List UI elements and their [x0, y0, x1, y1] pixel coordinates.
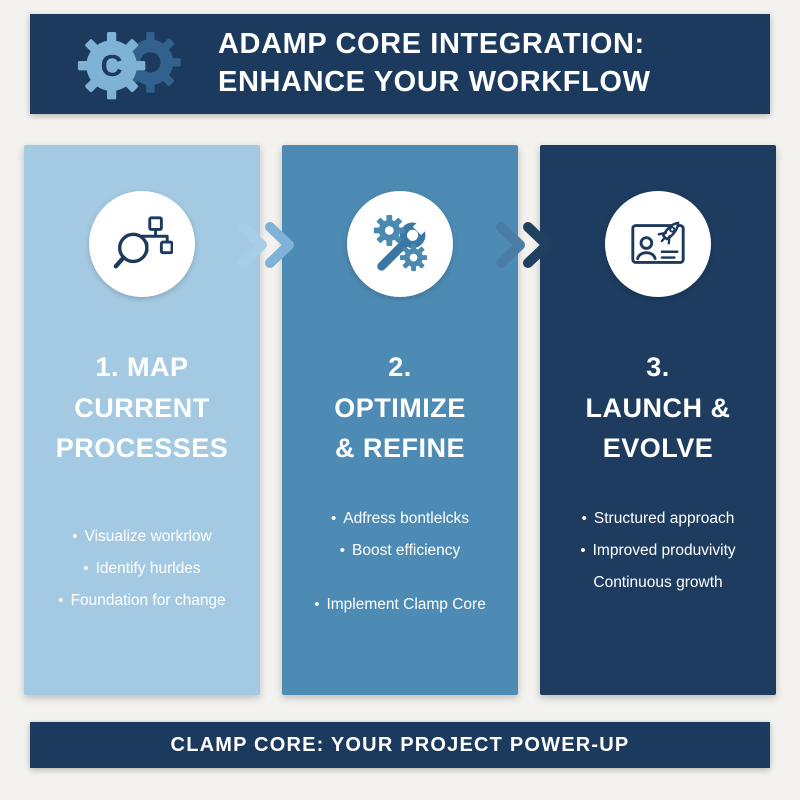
step1-title-line2: CURRENT [74, 392, 210, 423]
step1-title: 1. MAP CURRENT PROCESSES [24, 347, 260, 469]
step2-bullet-list: • Adfress bontlelcks • Boost efficiency … [282, 509, 518, 615]
steps-row: 1. MAP CURRENT PROCESSES • Visualize wor… [24, 145, 776, 695]
list-item: • Implement Clamp Core [314, 595, 486, 615]
bullet-text: Foundation for change [70, 591, 226, 609]
bullet-dot: • [339, 541, 345, 559]
list-item: • Structured approach [582, 509, 735, 529]
step-card-launch-evolve: 3. LAUNCH & EVOLVE • Structured approach… [540, 145, 776, 695]
logo-letter: C [101, 50, 123, 83]
list-item: • Continuous growth [593, 573, 722, 593]
bullet-dot: • [314, 595, 320, 613]
chevron-right-icon [238, 222, 294, 268]
bullet-text: Boost efficiency [351, 541, 461, 559]
step3-title-line1: 3. [646, 352, 670, 382]
step3-icon-circle [605, 191, 711, 297]
list-item: • Boost efficiency [340, 541, 461, 561]
bullet-text: Adfress bontlelcks [343, 509, 470, 527]
magnifier-flowchart-icon [113, 216, 173, 269]
bullet-dot: • [330, 509, 337, 527]
step2-title-line1: 2. [388, 352, 412, 382]
bullet-dot: • [580, 541, 586, 559]
gears-wrench-icon [373, 214, 428, 272]
launch-presentation-icon [631, 221, 685, 264]
chevron-right-icon [496, 222, 552, 268]
step2-title-line2: OPTIMIZE [334, 392, 466, 423]
step3-title-line3: EVOLVE [602, 433, 714, 463]
step1-title-line3: PROCESSES [55, 433, 229, 463]
header-title: ADAMP CORE INTEGRATION: ENHANCE YOUR WOR… [218, 26, 651, 101]
list-item: • Foundation for change [58, 591, 225, 611]
bullet-dot: • [58, 591, 64, 609]
bullet-dot: • [72, 527, 78, 545]
step2-icon-circle [347, 191, 453, 297]
list-item: • Visualize workrlow [72, 527, 211, 547]
bullet-text: Continuous growth [593, 573, 723, 591]
list-item: • Identify hurldes [83, 559, 200, 579]
footer-banner-text: CLAMP CORE: YOUR PROJECT POWER-UP [170, 733, 630, 756]
step-card-map-processes: 1. MAP CURRENT PROCESSES • Visualize wor… [24, 145, 260, 695]
step3-title-line2: LAUNCH & [585, 392, 731, 423]
step3-title: 3. LAUNCH & EVOLVE [540, 347, 776, 469]
footer-banner: CLAMP CORE: YOUR PROJECT POWER-UP [30, 722, 770, 768]
bullet-dot: • [83, 559, 89, 577]
step1-bullet-list: • Visualize workrlow • Identify hurldes … [24, 527, 260, 611]
step2-title: 2. OPTIMIZE & REFINE [282, 347, 518, 469]
bullet-text: Implement Clamp Core [326, 595, 486, 613]
step-card-optimize-refine: 2. OPTIMIZE & REFINE • Adfress bontlelck… [282, 145, 518, 695]
step2-title-line3: & REFINE [334, 433, 465, 463]
bullet-text: Identify hurldes [95, 559, 201, 577]
step1-title-line1: 1. MAP [95, 352, 189, 382]
bullet-text: Improved produvivity [592, 541, 736, 559]
list-item: • Improved produvivity [580, 541, 735, 561]
bullet-dot: • [581, 509, 587, 527]
bullet-text: Structured approach [593, 509, 735, 527]
step1-icon-circle [89, 191, 195, 297]
header-title-line2: ENHANCE YOUR WORKFLOW [218, 66, 651, 98]
header-banner: C ADAMP CORE INTEGRATION: ENHANCE YOUR W… [30, 14, 770, 114]
list-item: • Adfress bontlelcks [331, 509, 469, 529]
gears-logo-icon: C [77, 31, 181, 100]
bullet-text: Visualize workrlow [84, 527, 212, 545]
header-title-line1: ADAMP CORE INTEGRATION: [218, 28, 645, 61]
step3-bullet-list: • Structured approach • Improved produvi… [540, 509, 776, 593]
